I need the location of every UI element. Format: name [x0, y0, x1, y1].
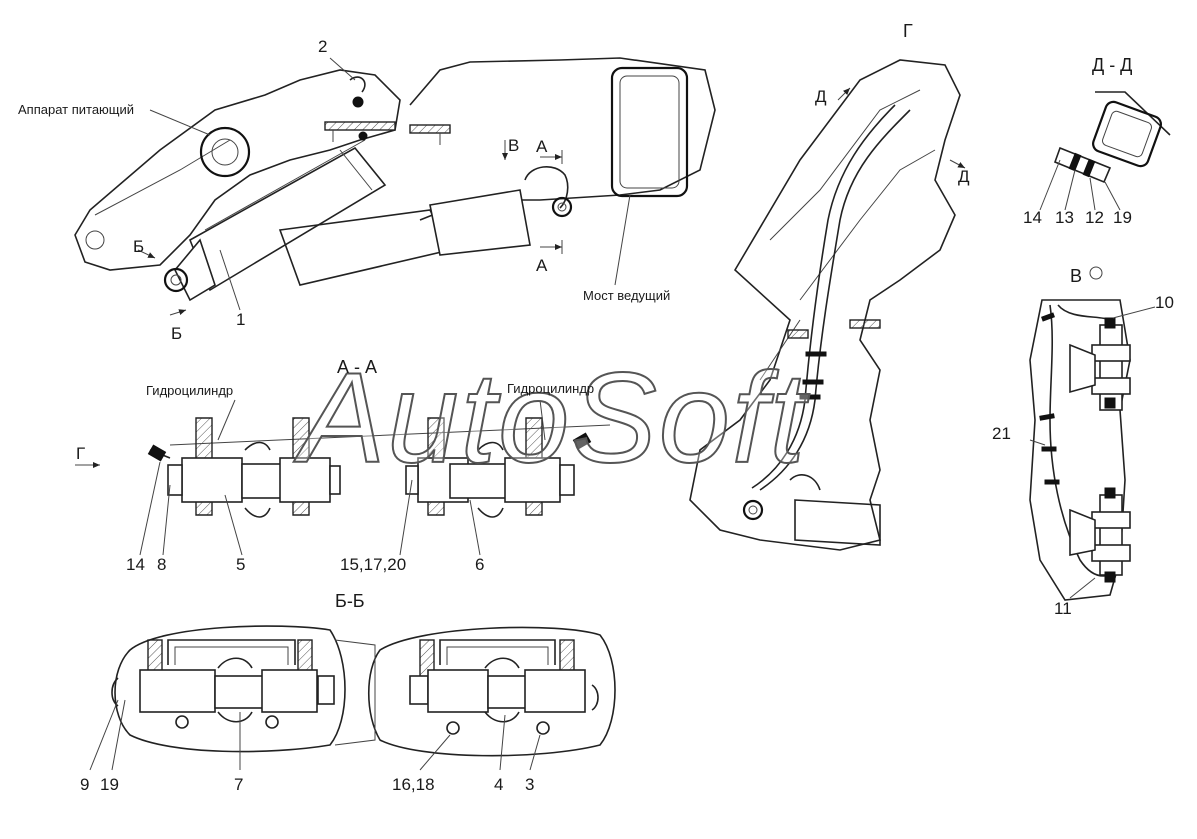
caption-feeding-apparatus: Аппарат питающий — [18, 102, 135, 117]
cut-mark-a-top: А — [536, 137, 548, 156]
callout-9: 9 — [80, 775, 90, 794]
view-arrow-g: Г — [76, 444, 86, 463]
callout-11: 11 — [1054, 599, 1072, 618]
callout-14-aa: 14 — [126, 555, 145, 574]
cut-mark-d-top: Д — [815, 87, 827, 106]
autosoft-watermark: AutoSoft — [299, 346, 807, 491]
view-g-frame — [689, 59, 966, 551]
view-title-g: Г — [903, 21, 913, 41]
section-title-a-a: А - А — [337, 357, 378, 377]
callout-7: 7 — [234, 775, 244, 794]
callout-14-dd: 14 — [1023, 208, 1042, 227]
section-title-d-d: Д - Д — [1092, 55, 1133, 75]
callout-5: 5 — [236, 555, 246, 574]
callout-21: 21 — [992, 424, 1011, 443]
callout-16-18: 16,18 — [392, 775, 435, 794]
callout-19-bb: 19 — [100, 775, 119, 794]
callout-13: 13 — [1055, 208, 1074, 227]
callout-19-dd: 19 — [1113, 208, 1132, 227]
callout-3: 3 — [525, 775, 535, 794]
callout-12: 12 — [1085, 208, 1104, 227]
callout-10: 10 — [1155, 293, 1174, 312]
feeder-assembly-view — [74, 57, 716, 316]
section-title-b-b: Б-Б — [335, 591, 365, 611]
caption-hydraulic-cylinder-left: Гидроцилиндр — [146, 383, 234, 398]
cut-mark-d-right: Д — [958, 167, 970, 186]
section-d-d-detail — [1039, 91, 1171, 211]
callout-2: 2 — [318, 37, 328, 56]
section-a-a — [75, 399, 611, 556]
caption-drive-axle: Мост ведущий — [583, 288, 671, 303]
view-title-v: В — [1070, 266, 1083, 286]
callout-4: 4 — [494, 775, 504, 794]
callout-8: 8 — [157, 555, 167, 574]
cut-mark-a-bottom: А — [536, 256, 548, 275]
callout-1: 1 — [236, 310, 246, 329]
callout-6: 6 — [475, 555, 485, 574]
view-arrow-v: В — [508, 136, 520, 155]
section-b-b — [89, 625, 616, 771]
cut-mark-b-bottom: Б — [171, 324, 183, 343]
callout-15-17-20: 15,17,20 — [340, 555, 407, 574]
cut-mark-b-top: Б — [133, 237, 145, 256]
view-v-detail — [1029, 266, 1156, 601]
caption-hydraulic-cylinder-right: Гидроцилиндр — [507, 381, 595, 396]
